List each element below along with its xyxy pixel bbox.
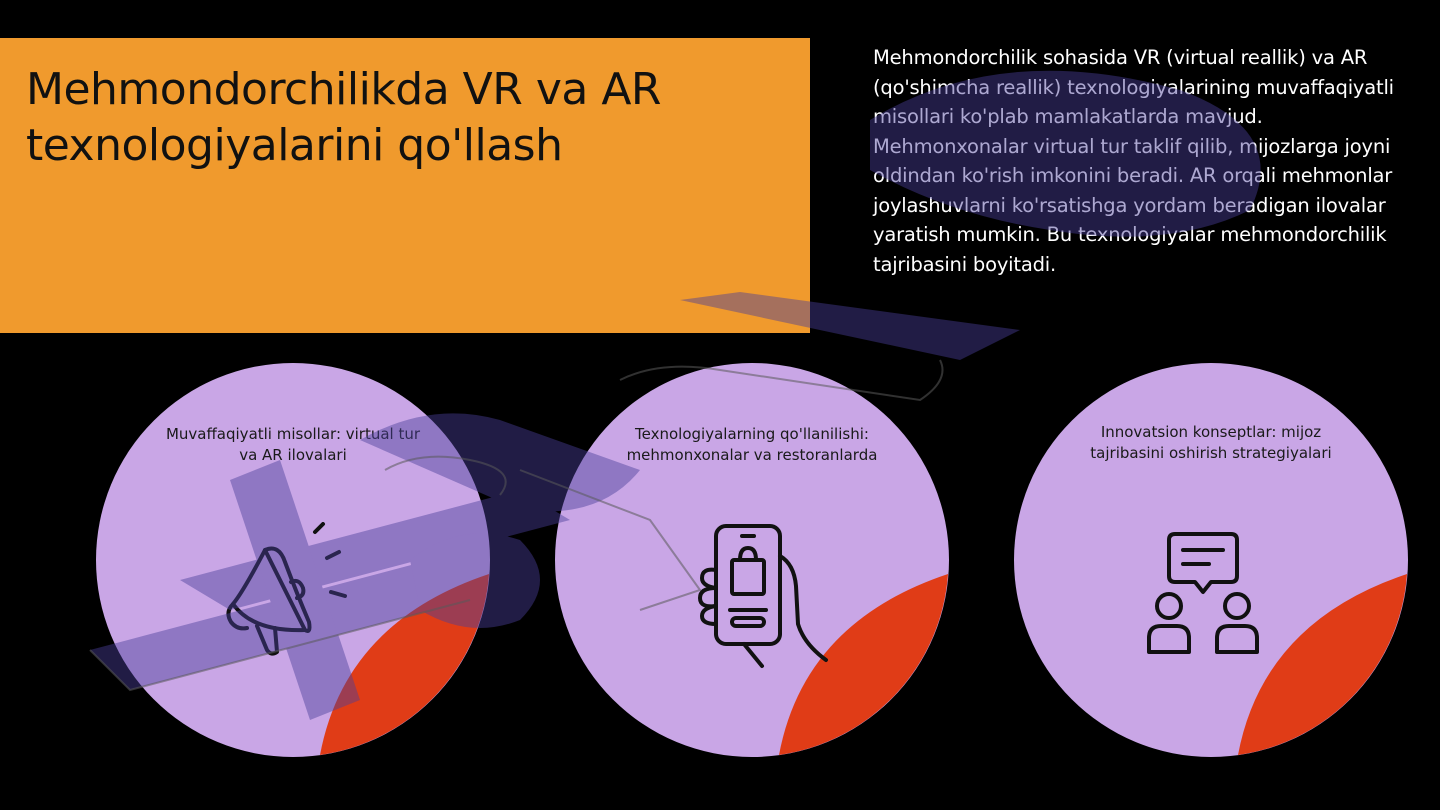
page-title: Mehmondorchilikda VR va AR texnologiyala… [26,64,662,171]
title-box [0,38,810,333]
smartphone-shopping-bag-icon [698,524,828,668]
card-circle [1014,363,1408,757]
card-label: Texnologiyalarning qo'llanilishi: mehmon… [626,425,878,464]
card-technology-application: Texnologiyalarning qo'llanilishi: mehmon… [554,362,950,758]
body-paragraph: Mehmondorchilik sohasida VR (virtual rea… [873,46,1394,276]
card-label: Innovatsion konseptlar: mijoz tajribasin… [1090,423,1332,462]
people-chat-icon [1147,532,1259,654]
card-label: Muvaffaqiyatli misollar: virtual tur va … [165,425,421,464]
megaphone-icon [226,522,347,656]
card-innovative-concepts: Innovatsion konseptlar: mijoz tajribasin… [1013,362,1409,758]
card-successful-examples: Muvaffaqiyatli misollar: virtual tur va … [95,362,491,758]
